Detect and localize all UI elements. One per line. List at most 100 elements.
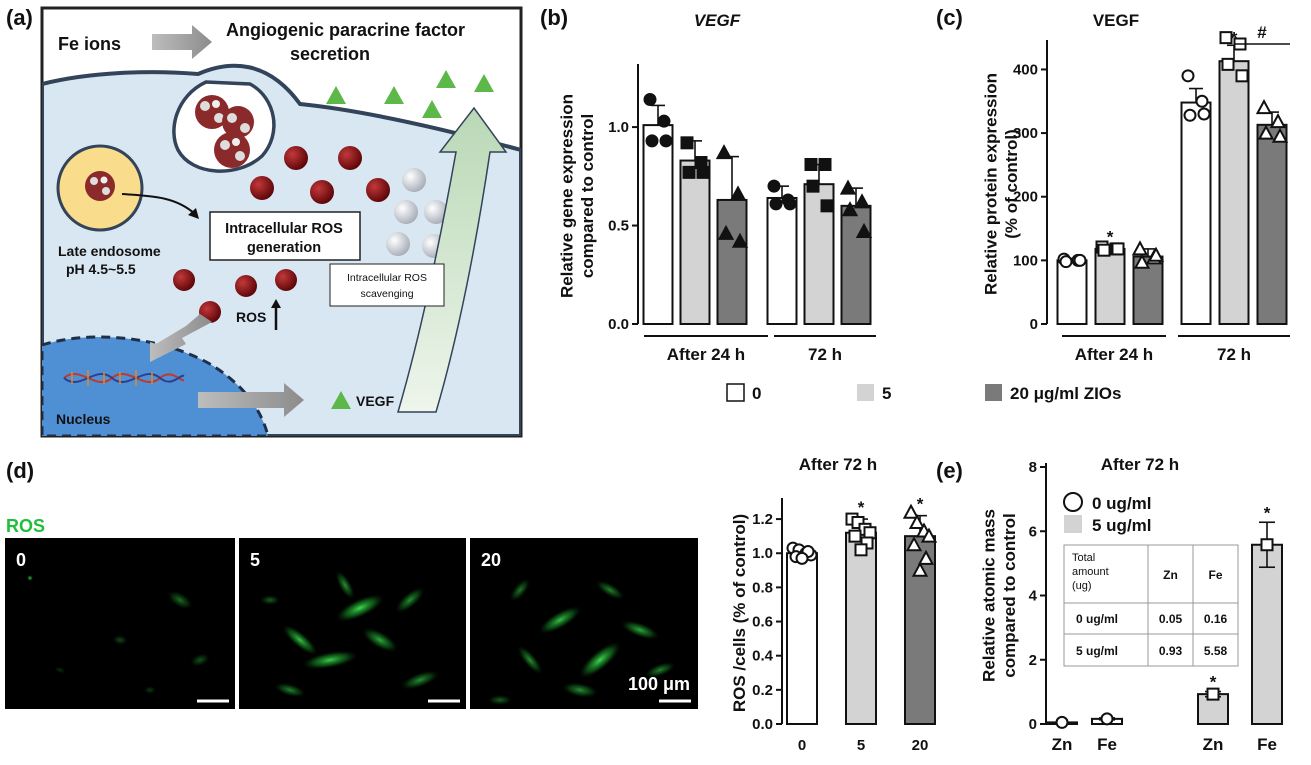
endosome-arrow [121, 193, 196, 215]
y-tick-label: 0.4 [752, 648, 774, 665]
y-axis-label-line: (% of control) [1002, 129, 1021, 239]
table-cell: 0.93 [1159, 644, 1183, 658]
y-tick-label: 0.8 [752, 579, 773, 596]
table-cell: 0.05 [1159, 612, 1183, 626]
data-point [804, 157, 818, 171]
y-tick-label: 200 [1013, 189, 1038, 206]
panel-label-d: (d) [6, 458, 34, 483]
nucleus-label: Nucleus [56, 411, 111, 427]
data-point [1269, 113, 1287, 129]
ros-scavenging-box [329, 263, 445, 307]
y-tick-label: 0.0 [752, 716, 773, 733]
data-point [696, 165, 710, 179]
panel-label-e: (e) [936, 458, 963, 483]
data-point [645, 134, 659, 148]
cell-fluorescence [167, 590, 193, 610]
table-header-cell: Fe [1208, 568, 1222, 582]
data-point [806, 179, 820, 193]
data-point [854, 543, 868, 557]
bar [1256, 123, 1288, 326]
data-point [1131, 240, 1149, 256]
legend-label-0: 0 ug/ml [1092, 494, 1152, 513]
cell-fluorescence [112, 634, 128, 646]
bar [840, 204, 872, 326]
data-point [1147, 246, 1165, 262]
bar [716, 198, 748, 325]
y-tick-label: 1.0 [608, 119, 629, 136]
significance-star: * [1264, 503, 1271, 522]
data-point [917, 549, 935, 565]
legend-swatch-20 [985, 384, 1002, 401]
data-point [717, 224, 735, 240]
bar [786, 552, 818, 725]
nucleus-shape [42, 335, 270, 436]
nucleus-to-vegf-arrow [198, 383, 304, 417]
data-point [1221, 57, 1235, 71]
cell-fluorescence [517, 645, 543, 675]
x-tick-label: Fe [1257, 735, 1277, 754]
micrograph-20 [470, 538, 698, 709]
significance-hash: # [1257, 23, 1267, 42]
bar [1180, 101, 1212, 325]
data-point [1235, 69, 1249, 83]
group-label: 72 h [1217, 345, 1251, 364]
data-point [1055, 715, 1069, 729]
cell-fluorescence [282, 624, 318, 656]
paracrine-label-1: Angiogenic paracrine factor [226, 20, 465, 40]
data-point [657, 114, 671, 128]
bar [1056, 259, 1088, 326]
y-axis-label-line: Relative protein expression [982, 73, 1001, 295]
table-cell: 5 ug/ml [1076, 644, 1118, 658]
table-header-cell: Total [1072, 552, 1095, 564]
y-tick-label: 1.2 [752, 511, 773, 528]
chart-title: VEGF [1093, 11, 1139, 30]
data-point [659, 134, 673, 148]
data-point [783, 197, 797, 211]
cell-fluorescence [144, 686, 156, 694]
data-point [1073, 253, 1087, 267]
y-tick-label: 0.0 [608, 316, 629, 333]
cell-fluorescence [621, 620, 659, 640]
panel-label-c: (c) [936, 5, 963, 30]
scale-bar-label: 100 μm [628, 674, 690, 694]
data-point [1206, 687, 1220, 701]
cell-fluorescence [644, 662, 676, 678]
table-cell: 0 ug/ml [1076, 612, 1118, 626]
data-point [729, 185, 747, 201]
table-cell: 5.58 [1204, 644, 1228, 658]
cell-fluorescence [488, 695, 512, 705]
y-axis-label: Relative atomic masscompared to control [980, 509, 1019, 682]
y-axis-label-line: compared to control [578, 114, 597, 278]
micrograph-5 [239, 538, 466, 709]
vegf-label: VEGF [356, 393, 395, 409]
data-point [682, 165, 696, 179]
schematic-panel: Fe ions Angiogenic paracrine factor secr… [40, 6, 523, 438]
y-axis-label: ROS /cells (% of control) [730, 514, 749, 712]
micrograph-0 [5, 538, 235, 709]
y-tick-label: 400 [1013, 61, 1038, 78]
y-tick-label: 0.6 [752, 614, 773, 631]
data-point [853, 193, 871, 209]
x-tick-label: Fe [1097, 735, 1117, 754]
significance-star: * [1107, 227, 1114, 246]
chart-title: After 72 h [1101, 455, 1179, 474]
legend-swatch-5 [857, 384, 874, 401]
table-border [1063, 544, 1239, 667]
data-point [1219, 31, 1233, 45]
data-point [769, 197, 783, 211]
cell-fluorescence [538, 606, 582, 634]
table-header-cell: Zn [1163, 568, 1178, 582]
micrograph-label-0: 0 [16, 550, 26, 570]
ros-generation-label-1: Intracellular ROS [225, 221, 343, 237]
cell-fluorescence [260, 595, 280, 605]
legend-label-0: 0 [752, 384, 761, 403]
y-tick-label: 6 [1029, 523, 1037, 540]
cell-fluorescence [54, 666, 66, 674]
data-point [1183, 108, 1197, 122]
x-tick-label: Zn [1203, 735, 1224, 754]
cell-fluorescence [302, 650, 358, 670]
y-axis-label: Relative protein expression(% of control… [982, 73, 1021, 295]
scavenging-label-2: scavenging [360, 288, 413, 300]
